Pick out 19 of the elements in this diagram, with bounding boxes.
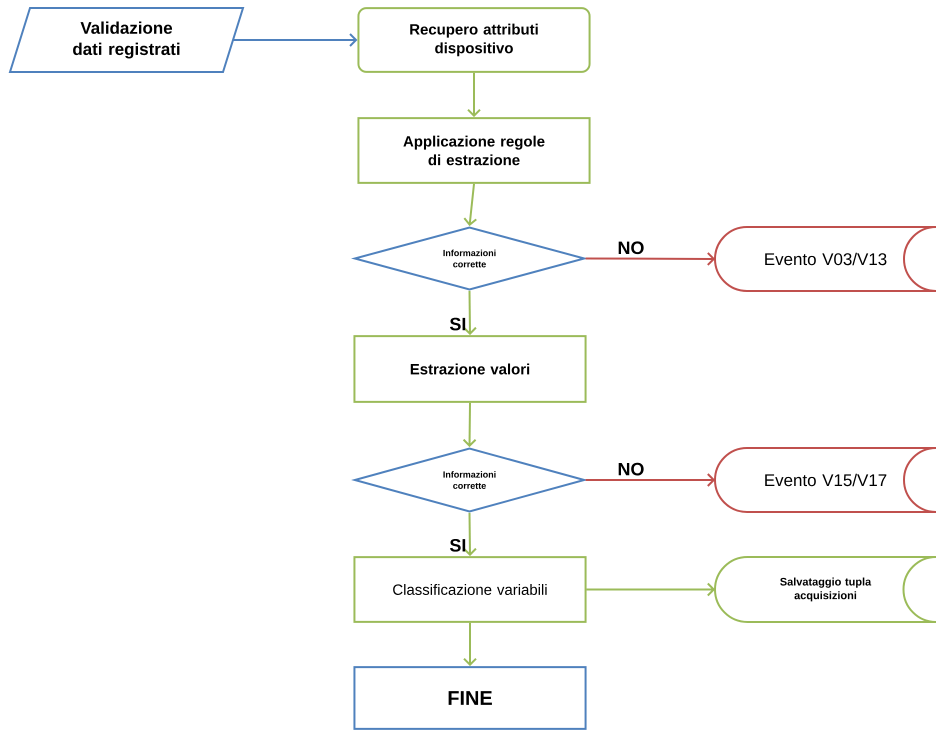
process-box: Applicazione regole di estrazione bbox=[357, 117, 591, 184]
arrow bbox=[462, 402, 476, 448]
arrow bbox=[586, 582, 716, 596]
arrow bbox=[463, 290, 477, 336]
process-box: Recupero attributi dispositivo bbox=[357, 7, 591, 73]
end-box: FINE bbox=[353, 666, 587, 730]
arrow bbox=[467, 72, 481, 118]
edge-label: SI bbox=[450, 318, 466, 330]
process-box: Estrazione valori bbox=[353, 335, 587, 403]
arrow bbox=[586, 473, 716, 487]
arrow bbox=[463, 512, 477, 556]
edge-label: NO bbox=[618, 241, 644, 254]
arrow bbox=[464, 184, 477, 226]
arrow bbox=[463, 622, 477, 666]
arrow bbox=[586, 252, 716, 266]
arrow bbox=[232, 33, 358, 47]
edge-label: NO bbox=[618, 462, 644, 476]
edge-label: SI bbox=[450, 538, 466, 552]
process-box: Classificazione variabili bbox=[353, 556, 587, 623]
